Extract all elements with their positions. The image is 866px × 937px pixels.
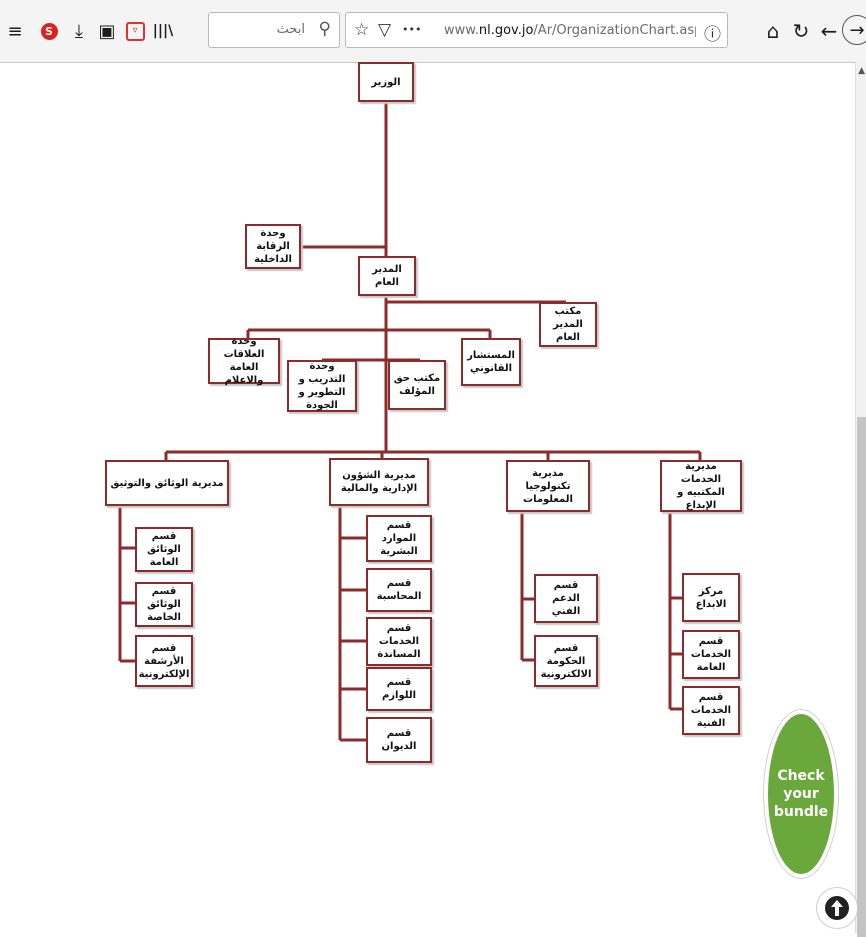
org-box-diwan: قسم الديوان	[366, 717, 432, 763]
reload-icon[interactable]: ↻	[792, 19, 810, 43]
forward-icon[interactable]: →	[842, 15, 866, 45]
page-actions-icon[interactable]: •••	[402, 23, 422, 36]
check-bundle-button[interactable]: Check your bundle	[764, 710, 838, 878]
tracking-shield-icon[interactable]: ▽	[378, 20, 392, 40]
org-box-internal-audit: وحدة الرقابة الداخلية	[245, 224, 301, 269]
scrollbar-thumb[interactable]	[857, 417, 866, 937]
home-icon[interactable]: ⌂	[766, 19, 780, 43]
org-box-dir-it: مديرية تكنولوجيا المعلومات	[506, 460, 590, 512]
org-chart-connectors	[118, 100, 702, 742]
org-box-copyright-office: مكتب حق المؤلف	[388, 360, 446, 410]
org-box-dir-library: مديرية الخدمات المكتبيه و الإبداع	[660, 460, 742, 512]
org-box-public-documents: قسم الوثائق العامة	[135, 527, 193, 572]
sync-icon[interactable]: S	[36, 18, 62, 44]
org-box-minister: الوزير	[358, 62, 414, 102]
pocket-icon[interactable]: ▿	[122, 18, 148, 44]
url-text[interactable]: www.nl.gov.jo/Ar/OrganizationChart.aspx#…	[444, 23, 696, 38]
search-icon: ⚲	[318, 19, 331, 39]
org-box-pr-unit: وحدة العلاقات العامة والاعلام	[208, 336, 280, 386]
url-domain: nl.gov.jo	[478, 23, 534, 38]
library-icon[interactable]: |||\	[152, 23, 174, 39]
download-icon[interactable]: ⤓	[75, 20, 83, 42]
reader-view-icon[interactable]: ▣	[98, 20, 116, 42]
org-box-support-services: قسم الخدمات المساندة	[366, 617, 432, 666]
org-box-dg-office: مكتب المدير العام	[539, 302, 597, 347]
menu-icon[interactable]: ≡	[7, 20, 23, 42]
org-box-supplies: قسم اللوازم	[366, 667, 432, 711]
search-placeholder: ابحث	[276, 22, 305, 37]
site-info-icon[interactable]: ⓘ	[704, 25, 721, 45]
org-box-dir-admin: مديرية الشؤون الإدارية والمالية	[329, 458, 429, 506]
back-icon[interactable]: ←	[820, 19, 838, 43]
scroll-up-arrow-icon[interactable]: ▲	[858, 66, 865, 76]
org-box-e-government: قسم الحكومة الالكترونية	[534, 635, 598, 687]
org-box-training-unit: وحدة التدريب و التطوير و الجودة	[287, 360, 357, 412]
url-prefix: www.	[444, 23, 479, 38]
org-box-creativity-center: مركز الابداع	[682, 573, 740, 622]
org-box-legal-advisor: المستشار القانوني	[461, 338, 521, 386]
url-bar[interactable]: ☆ ▽ ••• www.nl.gov.jo/Ar/OrganizationCha…	[345, 12, 728, 48]
org-box-e-archiving: قسم الأرشفة الإلكترونية	[135, 635, 193, 687]
page-scrollbar[interactable]: ▲	[855, 62, 866, 937]
org-box-private-documents: قسم الوثائق الخاصة	[135, 582, 193, 627]
org-box-director-general: المدير العام	[358, 256, 416, 296]
search-input[interactable]: ابحث ⚲	[208, 12, 340, 48]
sync-badge: S	[40, 22, 58, 40]
bookmark-star-icon[interactable]: ☆	[354, 20, 370, 40]
org-box-dir-documents: مديرية الوثائق والتوثيق	[105, 460, 229, 506]
org-box-technical-services: قسم الخدمات الفنية	[682, 686, 740, 735]
org-box-accounting: قسم المحاسبة	[366, 568, 432, 612]
browser-toolbar: ≡ S ⤓ ▣ ▿ |||\ ابحث ⚲ ☆ ▽ ••• www.nl.gov…	[0, 0, 866, 63]
scroll-to-top-button[interactable]	[816, 887, 858, 929]
arrow-up-icon	[825, 896, 849, 920]
url-path: /Ar/OrganizationChart.aspx#myCo	[533, 23, 696, 38]
org-box-public-services: قسم الخدمات العامة	[682, 630, 740, 679]
org-box-tech-support: قسم الدعم الفني	[534, 574, 598, 623]
org-box-human-resources: قسم الموارد البشرية	[366, 515, 432, 562]
page-content: الوزير وحدة الرقابة الداخلية المدير العا…	[0, 62, 866, 937]
pocket-glyph: ▿	[125, 21, 145, 41]
